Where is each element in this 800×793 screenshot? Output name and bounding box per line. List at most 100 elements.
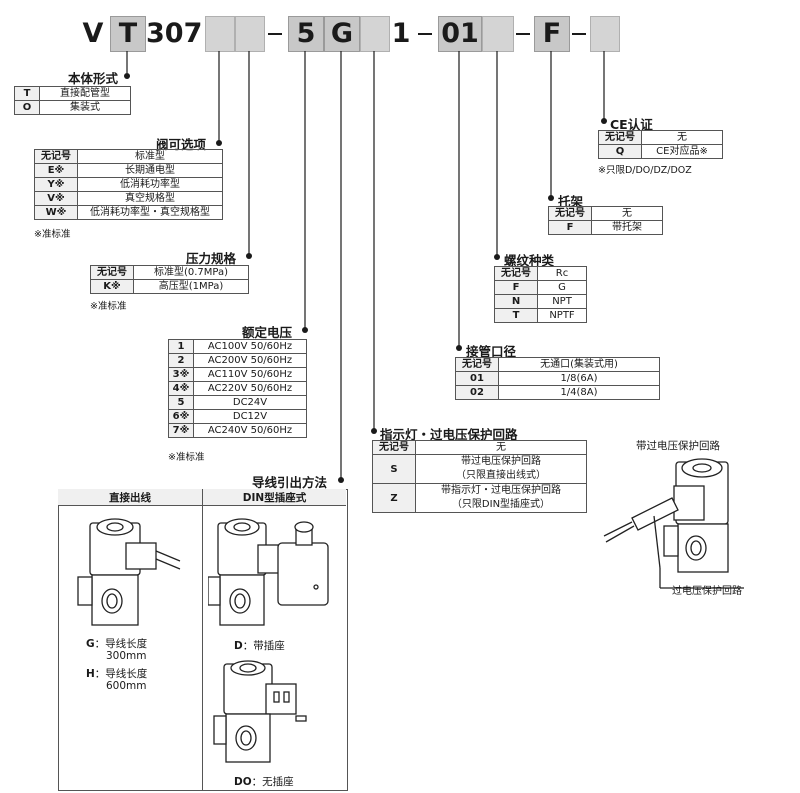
desc-cell: 长期通电型 [77, 163, 223, 178]
code-voltage-box: 5 [288, 16, 324, 52]
code-box-pressure [235, 16, 265, 52]
desc-cell: 低消耗功率型・真空规格型 [77, 205, 223, 220]
lead-d-code: D [234, 640, 243, 652]
desc-cell: 无通口(集装式用) [498, 357, 660, 372]
code-cell: 无记号 [90, 265, 134, 280]
lead-wire-divider [202, 489, 203, 790]
indicator-table: 无记号 无 S 带过电压保护回路（只限直接出线式） Z 带指示灯・过电压保护回路… [372, 440, 587, 513]
lead-col2-header: DIN型插座式 [242, 492, 307, 504]
desc-cell: AC100V 50/60Hz [193, 339, 307, 354]
desc-cell: 直接配管型 [39, 86, 131, 101]
surge-illustration-title: 带过电压保护回路 [636, 440, 720, 452]
table-row: 无记号标准型(0.7MPa) [90, 265, 249, 280]
code-cell: F [494, 280, 538, 295]
valve-options-table: 无记号标准型 E※长期通电型 Y※低消耗功率型 V※真空规格型 W※低消耗功率型… [34, 149, 223, 220]
desc-cell: DC12V [193, 409, 307, 424]
desc-line-2: （只限DIN型插座式） [451, 499, 551, 510]
table-row: Z 带指示灯・过电压保护回路（只限DIN型插座式） [372, 483, 587, 513]
code-cell: 无记号 [455, 357, 499, 372]
valve-options-title: 阀可选项 [156, 137, 207, 152]
desc-cell: 无 [591, 206, 663, 221]
indicator-title: 指示灯・过电压保护回路 [380, 427, 518, 442]
code-one: 1 [391, 18, 411, 49]
code-bracket-box: F [534, 16, 570, 52]
code-cell: N [494, 294, 538, 309]
lead-d-label: ：带插座 [242, 640, 285, 652]
direct-lead-valve-illustration [77, 518, 181, 626]
lead-col1-header: 直接出线 [109, 492, 151, 504]
bracket-title: 托架 [558, 194, 584, 209]
lead-g-length: 300mm [106, 650, 147, 662]
valve-options-note: ※准标准 [34, 229, 71, 240]
code-cell: W※ [34, 205, 78, 220]
lead-wire-title: 导线引出方法 [252, 475, 328, 490]
code-cell: O [14, 100, 40, 115]
table-row: Y※低消耗功率型 [34, 177, 223, 192]
code-cell: 无记号 [598, 130, 642, 145]
code-cell: K※ [90, 279, 134, 294]
lead-g: G：导线长度 [86, 636, 147, 651]
table-row: 7※AC240V 50/60Hz [168, 423, 307, 438]
code-cell: Q [598, 144, 642, 159]
desc-cell: AC200V 50/60Hz [193, 353, 307, 368]
table-row: O 集装式 [14, 100, 131, 115]
desc-line-1: 带过电压保护回路 [461, 456, 541, 467]
body-style-table: T 直接配管型 O 集装式 [14, 86, 131, 115]
table-row: V※真空规格型 [34, 191, 223, 206]
code-model-number: 307 [146, 18, 203, 49]
lead-do: DO：无插座 [234, 774, 294, 789]
pressure-spec-title: 压力规格 [186, 251, 237, 266]
table-row: 6※DC12V [168, 409, 307, 424]
desc-cell: 标准型(0.7MPa) [133, 265, 249, 280]
code-cell: 01 [455, 371, 499, 386]
lead-d: D：带插座 [234, 638, 285, 653]
desc-cell: AC220V 50/60Hz [193, 381, 307, 396]
code-cell: 02 [455, 385, 499, 400]
code-box-valve-option [205, 16, 235, 52]
code-cell: E※ [34, 163, 78, 178]
code-cell: T [494, 308, 538, 323]
code-cell: 4※ [168, 381, 194, 396]
desc-cell: 高压型(1MPa) [133, 279, 249, 294]
table-row: 无记号无 [548, 206, 663, 221]
code-box-ce [590, 16, 620, 52]
code-cell: 无记号 [372, 440, 416, 455]
surge-valve-illustration [603, 458, 744, 589]
table-row: 无记号标准型 [34, 149, 223, 164]
table-row: 无记号 无 [372, 440, 587, 455]
code-cell: Y※ [34, 177, 78, 192]
desc-line-1: 带指示灯・过电压保护回路 [441, 485, 561, 496]
table-row: 3※AC110V 50/60Hz [168, 367, 307, 382]
desc-cell: 带过电压保护回路 （只限直接出线式） [415, 454, 587, 484]
table-row: 无记号无 [598, 130, 723, 145]
code-dash [572, 33, 586, 35]
table-row: T 直接配管型 [14, 86, 131, 101]
din-connector-valve-illustration [208, 518, 329, 626]
port-size-title: 接管口径 [466, 344, 517, 359]
code-cell: V※ [34, 191, 78, 206]
code-dash [268, 33, 282, 35]
desc-line-2: （只限直接出线式） [456, 470, 546, 481]
code-series-box: T [110, 16, 146, 52]
desc-cell: DC24V [193, 395, 307, 410]
table-row: 4※AC220V 50/60Hz [168, 381, 307, 396]
code-lead-box: G [324, 16, 360, 52]
desc-cell: CE对应品※ [641, 144, 723, 159]
code-cell: T [14, 86, 40, 101]
code-dash [418, 33, 432, 35]
table-row: W※低消耗功率型・真空规格型 [34, 205, 223, 220]
desc-cell: 标准型 [77, 149, 223, 164]
code-prefix-v: V [82, 18, 104, 49]
lead-h-length: 600mm [106, 680, 147, 692]
